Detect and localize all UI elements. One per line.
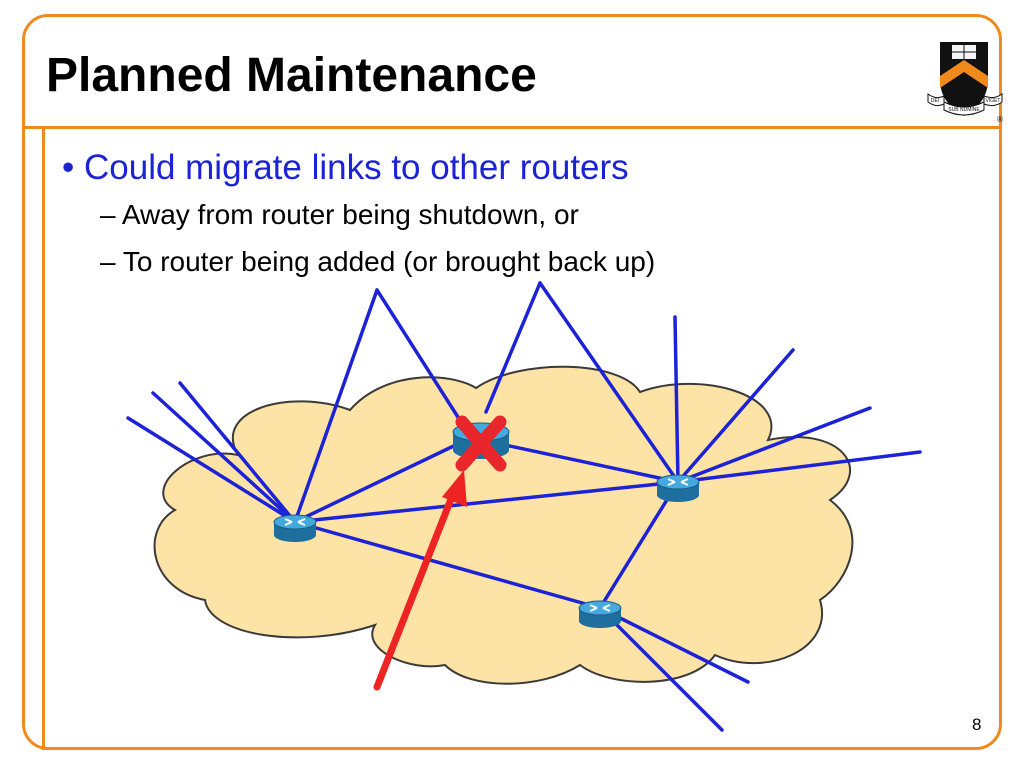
slide-title: Planned Maintenance (46, 49, 537, 102)
link (538, 281, 680, 484)
logo-motto-left: DEI (931, 98, 939, 104)
logo-motto-center: SUB NUMINE (948, 107, 980, 113)
link (126, 416, 297, 524)
router-icon (273, 514, 317, 542)
router-icon (578, 600, 622, 628)
link (676, 450, 922, 484)
subbullet-2: – To router being added (or brought back… (100, 246, 656, 277)
link (598, 606, 750, 684)
link (503, 443, 680, 484)
link (676, 348, 795, 484)
subbullet-1-text: Away from router being shutdown, or (121, 199, 579, 230)
link (178, 381, 297, 524)
page-number: 8 (972, 715, 982, 734)
link (598, 480, 680, 610)
network-cloud (153, 365, 854, 685)
side-divider (42, 126, 45, 750)
subbullet-2-text: To router being added (or brought back u… (122, 246, 656, 277)
slide-frame (22, 14, 1002, 750)
link (598, 606, 724, 732)
logo-registered: ® (997, 115, 1003, 124)
shield-logo-icon: DEI SUB NUMINE VIGET ® (927, 42, 1003, 124)
link (293, 288, 379, 524)
bullet-1: • Could migrate links to other routers (62, 148, 629, 187)
link (293, 440, 464, 524)
title-divider (22, 126, 1002, 129)
link (676, 406, 872, 484)
bullet-1-text: Could migrate links to other routers (83, 148, 629, 187)
arrow-to-router (373, 470, 467, 691)
logo-motto-right: VIGET (985, 98, 1000, 104)
subbullet-1: – Away from router being shutdown, or (100, 199, 579, 230)
link (673, 315, 680, 484)
failure-x-icon (455, 415, 507, 472)
link (151, 391, 297, 524)
link (375, 288, 465, 427)
link (293, 520, 602, 610)
link (484, 281, 542, 414)
link (293, 480, 680, 524)
router-icon (656, 474, 700, 502)
